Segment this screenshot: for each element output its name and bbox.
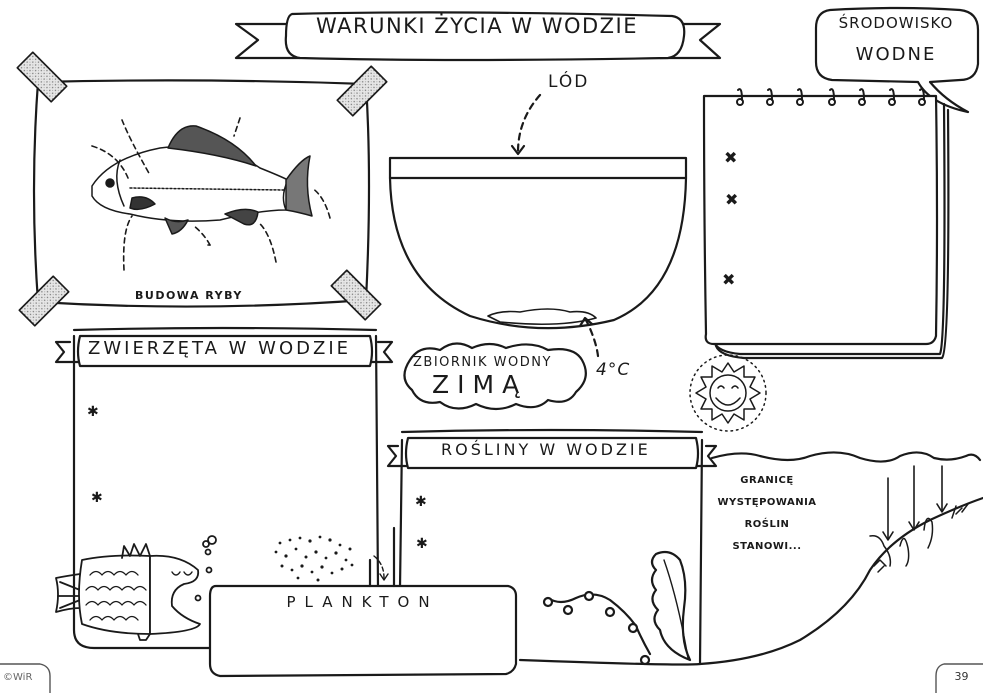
fish-caption: BUDOWA RYBY [135, 289, 243, 302]
plants-bullet-icon: ✱ [415, 494, 427, 510]
winter-lake [388, 93, 688, 358]
winter-cloud [403, 342, 587, 411]
animals-answer-area[interactable] [84, 376, 369, 526]
plants-answer-area[interactable] [410, 476, 640, 576]
notepad-bullet-icon: ✖ [722, 270, 736, 289]
animals-bullet-icon: ✱ [87, 404, 99, 420]
plant-limit-answer-area[interactable] [712, 540, 862, 580]
ice-label: LÓD [548, 72, 590, 92]
notepad-bullet-icon: ✖ [725, 190, 739, 209]
cloud-line-2: ZIMĄ [432, 370, 528, 399]
plankton-answer-area[interactable] [218, 614, 508, 670]
water-plants [869, 503, 969, 573]
animals-bullet-icon: ✱ [91, 490, 103, 506]
animals-box [54, 326, 394, 650]
cartoon-fish [55, 535, 217, 641]
carp-drawing [91, 125, 313, 235]
bubble-line-1: ŚRODOWISKO [838, 14, 954, 32]
plankton-label: PLANKTON [286, 593, 439, 611]
fish-poster [16, 51, 388, 327]
footer-tab-left [0, 663, 51, 693]
title-banner [234, 11, 722, 62]
sun-icon [689, 354, 767, 432]
page-title: WARUNKI ŻYCIA W WODZIE [316, 14, 639, 38]
notepad-bullet-icon: ✖ [724, 148, 738, 167]
lake-cross-section [698, 451, 983, 666]
page-number: 39 [954, 670, 969, 683]
copyright: ©WiR [3, 672, 33, 683]
plants-heading: ROŚLINY W WODZIE [441, 440, 651, 459]
depth-arrows [882, 465, 948, 541]
speech-bubble [814, 6, 980, 114]
label-arrows [91, 117, 331, 271]
cloud-line-1: ZBIORNIK WODNY [413, 355, 552, 370]
plant-limit-prompt: GRANICĘ WYSTĘPOWANIA ROŚLIN STANOWI... [717, 475, 817, 552]
plants-box [386, 428, 718, 666]
spiral-rings [736, 88, 926, 106]
tape-top-left [16, 51, 68, 103]
tape-top-right [336, 65, 388, 117]
plants-bullet-icon: ✱ [416, 536, 428, 552]
animals-heading: ZWIERZĘTA W WODZIE [88, 338, 352, 359]
plankton-box [208, 526, 518, 678]
notepad-answer-area[interactable] [740, 140, 930, 330]
bottom-temperature: 4°C [596, 360, 631, 380]
notepad [702, 88, 950, 360]
footer-tab-right [935, 663, 983, 693]
tape-bottom-right [330, 269, 382, 321]
plankton-dots [274, 535, 354, 582]
bubble-line-2: WODNE [855, 44, 937, 65]
tape-bottom-left [18, 275, 70, 327]
